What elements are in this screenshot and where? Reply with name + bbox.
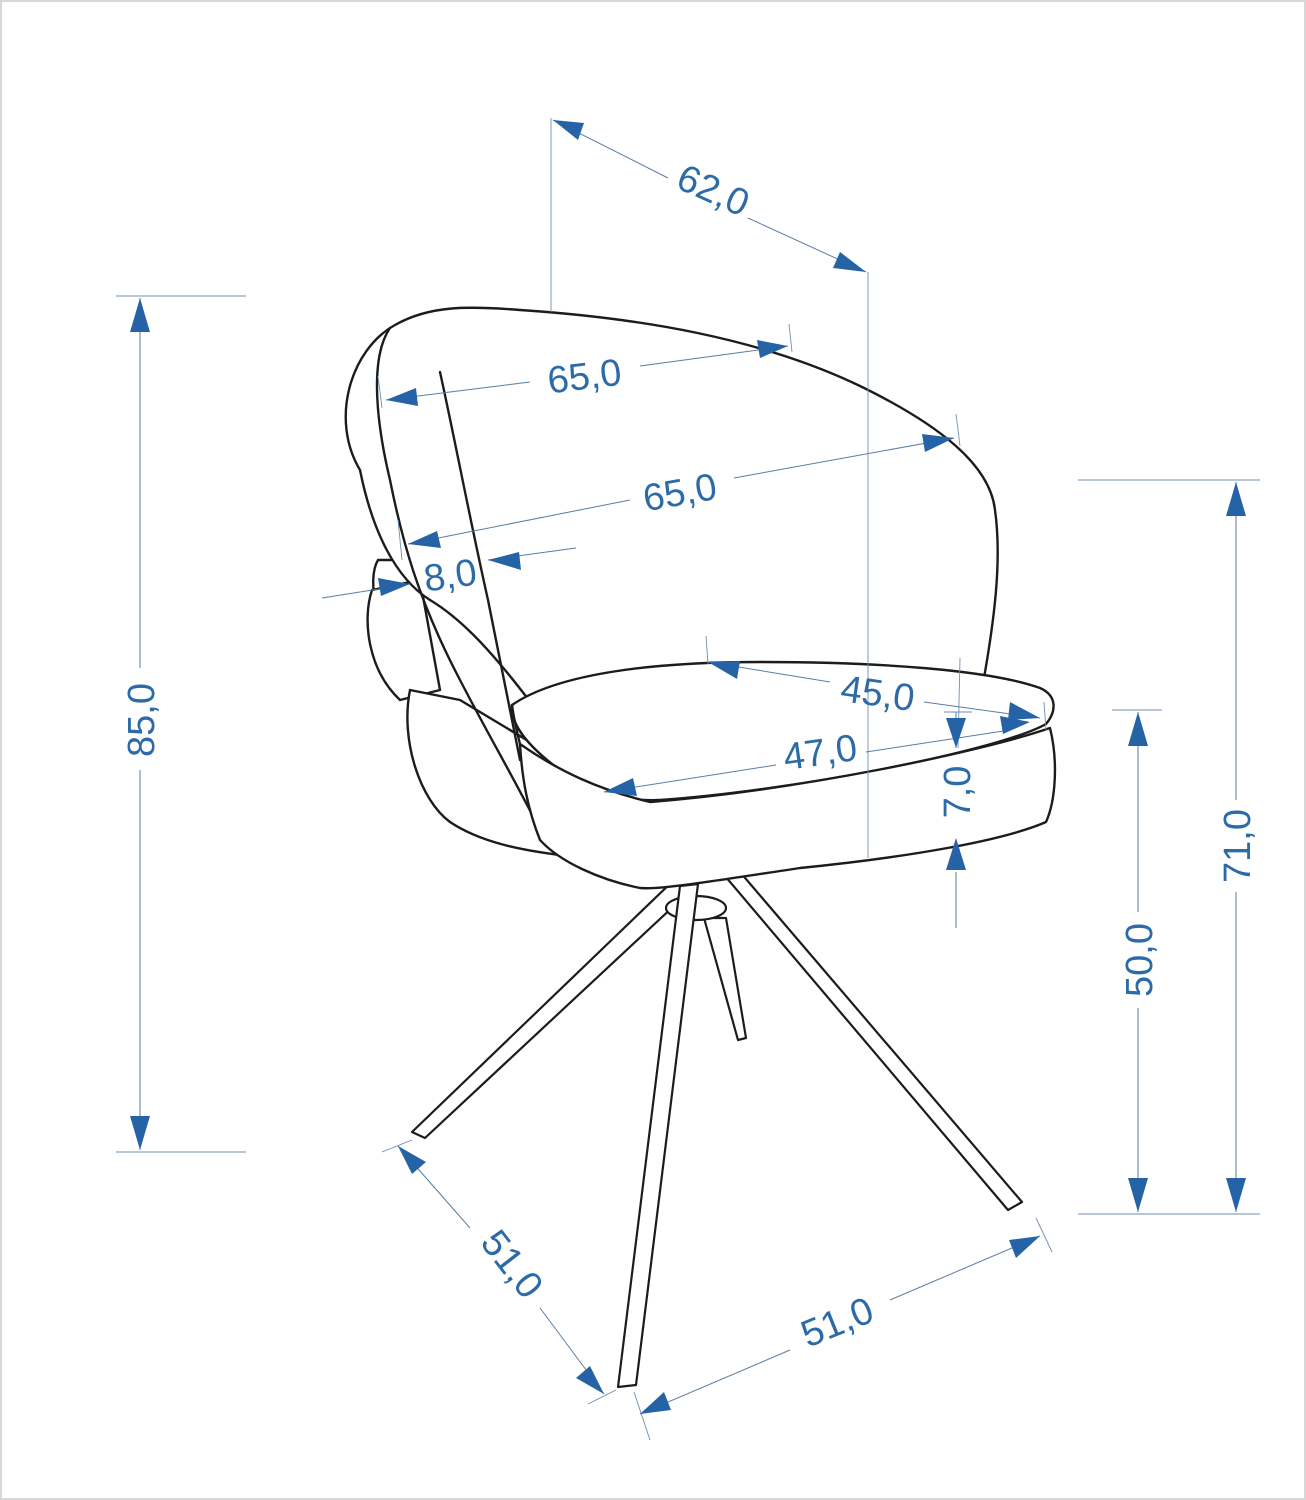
dim-label-back-depth: 62,0 [671, 157, 756, 225]
arrow-head [946, 838, 966, 870]
backrest-inner-edge-left [375, 326, 542, 832]
ext-line [1043, 701, 1047, 731]
arrow-head [1226, 482, 1246, 516]
dim-line [865, 729, 1011, 753]
ext-line [1035, 1217, 1053, 1253]
dim-total-height: 85,0 [116, 295, 246, 1153]
dim-label-backrest-thickness: 8,0 [421, 552, 479, 601]
chair-base [410, 870, 1024, 1389]
dim-label-armrest-height: 71,0 [1217, 809, 1259, 883]
arrow-head [130, 298, 150, 332]
dim-line [733, 437, 955, 479]
ext-line [955, 413, 961, 447]
arrow-head [1226, 1178, 1246, 1212]
arrow-head [604, 778, 637, 796]
arrow-head [922, 434, 954, 452]
arrow-head [946, 718, 966, 748]
dimension-layer: 62,0 65,0 65,0 8,0 [116, 118, 1260, 1441]
arrow-head [378, 578, 410, 596]
ext-line [587, 1389, 617, 1405]
back-rib-bottom [406, 688, 562, 857]
arrow-head [757, 340, 788, 358]
dim-base-width: 51,0 [633, 1217, 1053, 1441]
ext-line [381, 1139, 413, 1153]
ext-line [705, 635, 709, 665]
dim-backrest-thickness: 8,0 [321, 547, 577, 601]
arrow-head [1008, 702, 1040, 720]
arrow-head [553, 120, 584, 140]
seat-front-edge [518, 726, 1057, 890]
dim-label-base-depth: 51,0 [472, 1223, 551, 1307]
arrow-head [386, 388, 418, 406]
dim-seat-depth: 45,0 [705, 635, 1047, 731]
arrow-head [130, 1116, 150, 1150]
arrow-head [1000, 716, 1030, 734]
backrest-shell [344, 306, 999, 742]
dim-base-depth: 51,0 [381, 1139, 617, 1405]
dim-label-seat-height: 50,0 [1119, 923, 1161, 997]
back-rib-lower [366, 578, 442, 702]
dim-label-back-width-top: 65,0 [545, 352, 624, 403]
arrow-head [640, 1392, 671, 1414]
arrow-head [408, 531, 441, 548]
dim-label-total-height: 85,0 [121, 683, 163, 757]
dim-back-width-top: 65,0 [377, 323, 793, 409]
rear-leg [702, 916, 748, 1042]
dim-label-seat-thickness: 7,0 [937, 766, 979, 819]
arrow-head [1128, 1178, 1148, 1212]
dim-armrest-height: 71,0 [1078, 479, 1260, 1215]
ext-line [788, 323, 793, 353]
dim-label-seat-width: 47,0 [781, 727, 860, 779]
ext-line [633, 1391, 651, 1441]
dim-label-seat-depth: 45,0 [838, 668, 917, 720]
arrow-head [708, 661, 740, 679]
ext-line [377, 375, 383, 409]
dim-label-base-width: 51,0 [795, 1290, 879, 1357]
ext-line [397, 519, 403, 561]
dim-line [407, 499, 631, 545]
front-leg [616, 882, 700, 1389]
dim-seat-width: 47,0 [603, 657, 1030, 796]
backrest-inner-line [438, 370, 522, 762]
dim-seat-height: 50,0 [1112, 709, 1162, 1212]
arrow-head [833, 252, 866, 272]
left-leg [410, 876, 693, 1140]
right-leg [723, 870, 1024, 1212]
arrow-head [1128, 712, 1148, 746]
arrow-head [488, 552, 521, 570]
seat-side-line [510, 703, 522, 746]
arrow-head [1009, 1236, 1040, 1258]
dim-seat-thickness: 7,0 [937, 711, 979, 928]
arrow-head [576, 1366, 604, 1394]
arrow-head [398, 1146, 426, 1174]
